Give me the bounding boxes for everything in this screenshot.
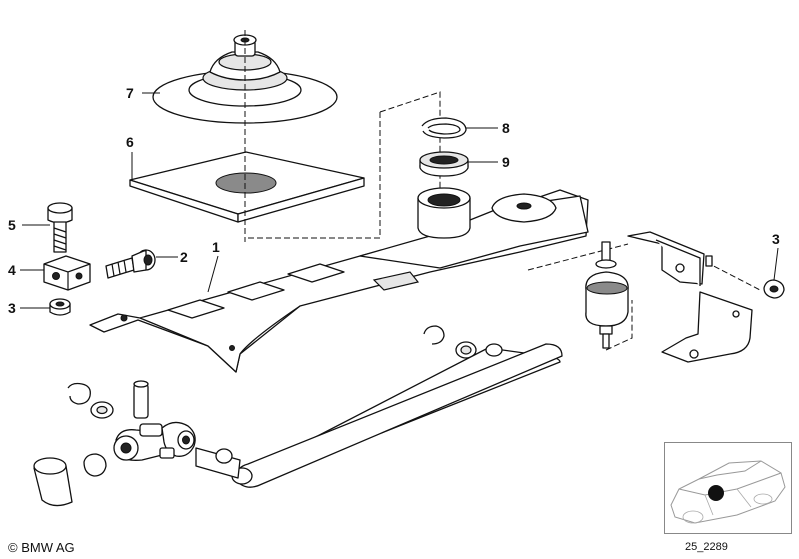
part-5-hex-bolt[interactable] <box>47 202 73 253</box>
callout-numbers: 7 6 5 4 3 2 1 8 9 3 <box>8 85 780 316</box>
part-3-hex-nut-right[interactable] <box>763 279 785 299</box>
part-4-joint-block[interactable] <box>43 255 91 291</box>
part-2-screw[interactable] <box>105 249 156 279</box>
part-3-hex-nut-left[interactable] <box>49 298 71 316</box>
rod-clip-washer[interactable] <box>423 325 477 359</box>
rubber-mount[interactable] <box>585 241 629 349</box>
part-6-damping-plate[interactable] <box>129 151 365 223</box>
callout-3-left: 3 <box>8 300 16 316</box>
support-bracket[interactable] <box>627 231 753 363</box>
callout-leaders <box>20 92 779 309</box>
part-8-circlip[interactable] <box>421 117 467 139</box>
linkage-small-parts[interactable] <box>33 380 196 507</box>
copyright-label: © BMW AG <box>8 540 75 555</box>
callout-4: 4 <box>8 262 16 278</box>
callout-1: 1 <box>212 239 220 255</box>
callout-7: 7 <box>126 85 134 101</box>
callout-5: 5 <box>8 217 16 233</box>
car-outline-icon <box>670 460 786 524</box>
vehicle-location-thumbnail <box>664 442 792 534</box>
shift-rod[interactable] <box>195 343 563 488</box>
diagram-reference-code: 25_2289 <box>685 541 728 553</box>
part-1-gearshift-housing[interactable] <box>89 187 589 373</box>
part-location-marker <box>708 485 724 501</box>
callout-2: 2 <box>180 249 188 265</box>
callout-8: 8 <box>502 120 510 136</box>
callout-9: 9 <box>502 154 510 170</box>
callout-3-right: 3 <box>772 231 780 247</box>
callout-6: 6 <box>126 134 134 150</box>
part-9-bushing[interactable] <box>419 151 469 177</box>
